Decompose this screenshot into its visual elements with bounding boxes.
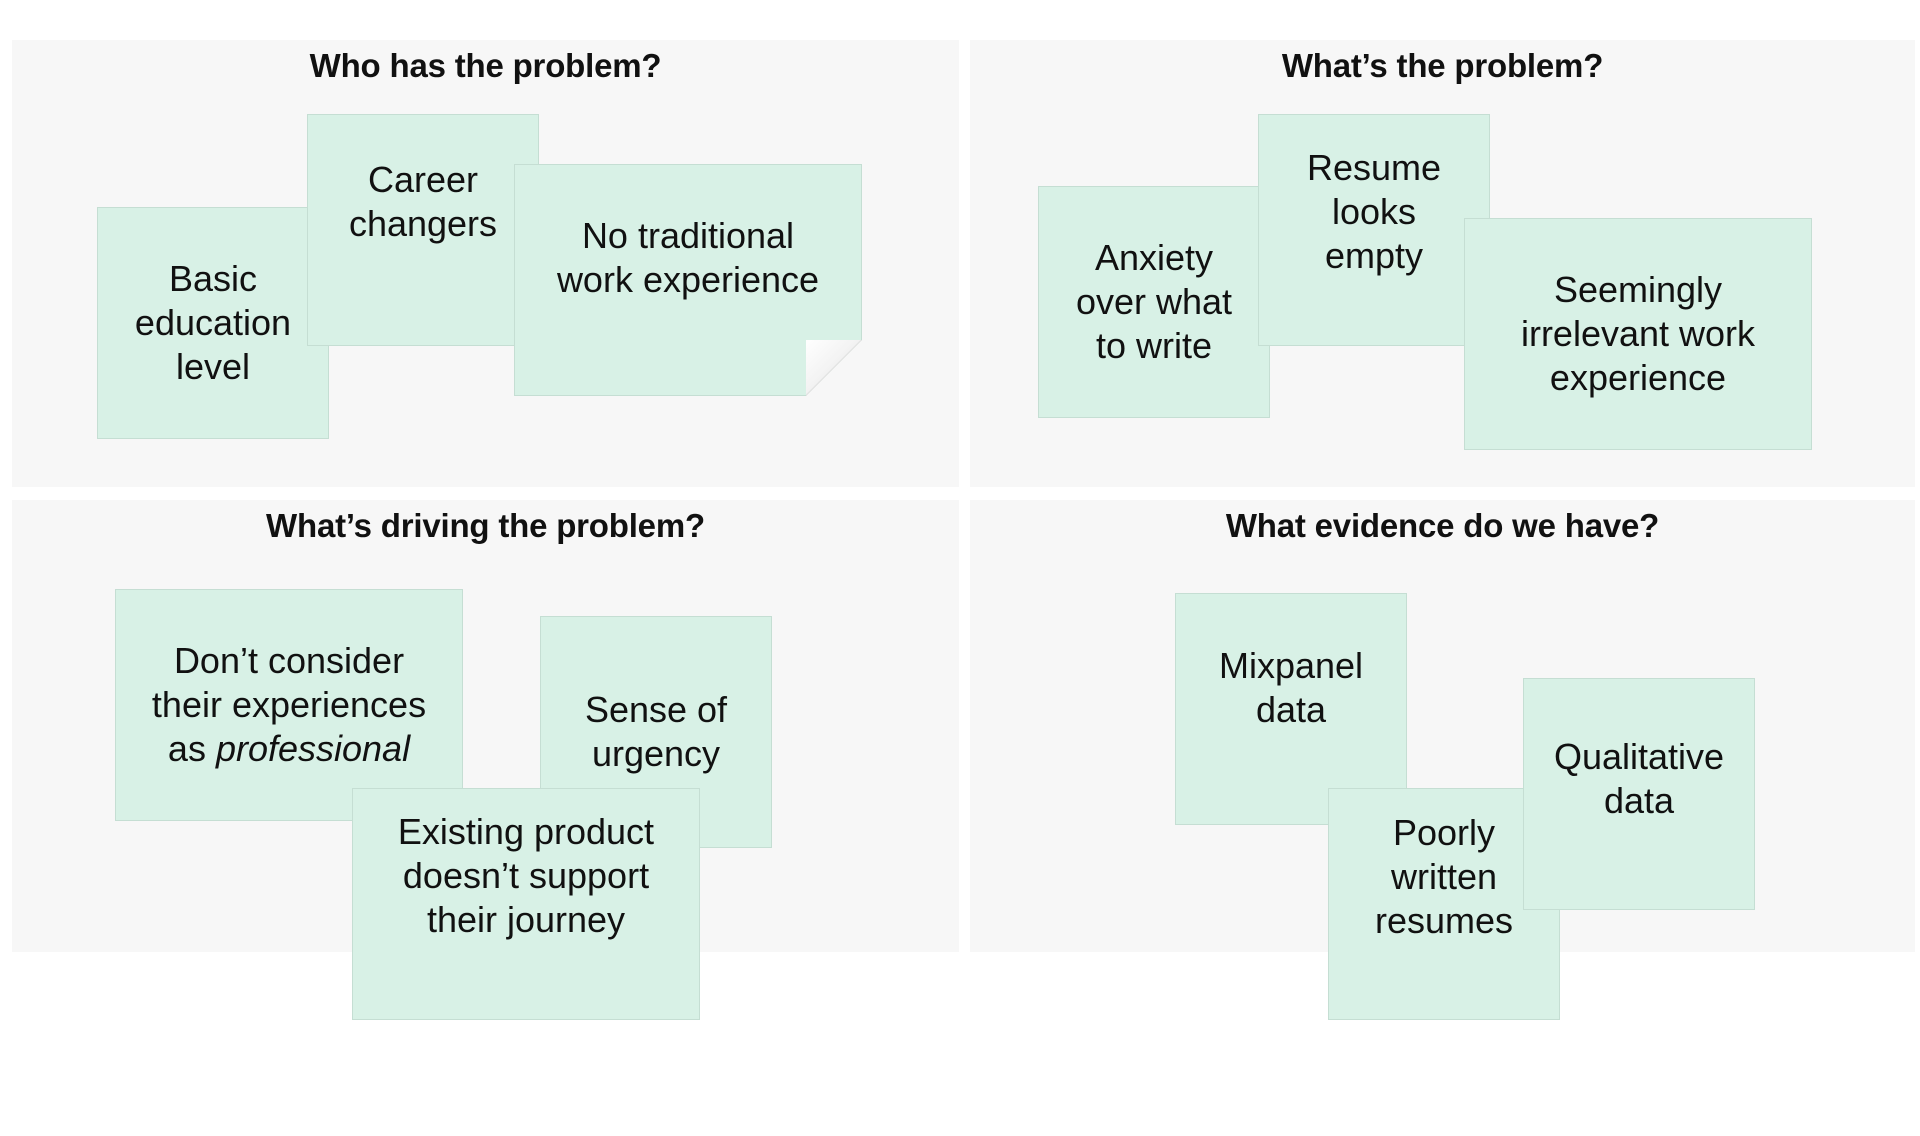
note-line: Resume	[1306, 147, 1442, 188]
note-line: written	[1390, 856, 1497, 897]
note-line: Anxiety	[1094, 237, 1214, 278]
note-line-prefix: as	[167, 728, 216, 769]
note-line: their journey	[426, 899, 626, 940]
note-line: Qualitative	[1553, 736, 1725, 777]
sticky-note-poorly-written-resumes[interactable]: Poorly written resumes	[1328, 788, 1560, 1035]
note-line: data	[1255, 689, 1327, 730]
note-line: irrelevant work	[1520, 313, 1756, 354]
note-line: empty	[1324, 235, 1424, 276]
quadrant-what-evidence: What evidence do we have? Mixpanel data …	[970, 500, 1915, 1035]
note-line: education	[134, 302, 292, 343]
quadrant-whats-driving-problem: What’s driving the problem? Don’t consid…	[12, 500, 959, 1035]
sticky-note-resume-empty[interactable]: Resume looks empty	[1258, 114, 1490, 361]
note-line: level	[175, 346, 251, 387]
note-line: experience	[1549, 357, 1727, 398]
quadrant-title: What’s the problem?	[1281, 47, 1604, 84]
page-curl-cut	[806, 340, 862, 396]
sticky-note-anxiety[interactable]: Anxiety over what to write	[1038, 186, 1270, 433]
sticky-note-no-traditional-experience[interactable]: No traditional work experience	[514, 164, 862, 411]
note-line: Sense of	[584, 689, 728, 730]
note-line: Career	[367, 159, 479, 200]
note-line: Basic	[168, 258, 257, 299]
note-line: their experiences	[151, 684, 427, 725]
quadrant-title: Who has the problem?	[309, 47, 662, 84]
note-line: Poorly	[1392, 812, 1496, 853]
note-line: looks	[1331, 191, 1417, 232]
note-line: to write	[1095, 325, 1213, 366]
note-line: Mixpanel	[1218, 645, 1364, 686]
quadrant-who-has-problem: Who has the problem? Basic education lev…	[12, 40, 959, 487]
quadrant-title: What evidence do we have?	[1225, 507, 1660, 544]
sticky-note-existing-product[interactable]: Existing product doesn’t support their j…	[352, 788, 700, 1035]
note-line: over what	[1075, 281, 1233, 322]
note-line: resumes	[1374, 900, 1514, 941]
sticky-note-irrelevant-experience[interactable]: Seemingly irrelevant work experience	[1464, 218, 1812, 465]
note-line: doesn’t support	[402, 855, 650, 896]
note-line: Don’t consider	[173, 640, 405, 681]
note-line: changers	[348, 203, 498, 244]
quadrant-whats-the-problem: What’s the problem? Anxiety over what to…	[970, 40, 1915, 487]
sticky-note-dont-consider-professional[interactable]: Don’t consider their experiences as prof…	[115, 589, 463, 836]
quadrant-title: What’s driving the problem?	[266, 507, 705, 544]
note-line: Existing product	[397, 811, 655, 852]
sticky-note-career-changers[interactable]: Career changers	[307, 114, 539, 361]
note-line: data	[1603, 780, 1675, 821]
sticky-note-basic-education[interactable]: Basic education level	[97, 207, 329, 454]
sticky-note-qualitative-data[interactable]: Qualitative data	[1523, 678, 1755, 925]
sticky-note-mixpanel-data[interactable]: Mixpanel data	[1175, 593, 1407, 840]
note-emphasis: professional	[215, 728, 411, 769]
note-line: as professional	[152, 727, 426, 771]
note-line: Seemingly	[1553, 269, 1723, 310]
sticky-note-sense-of-urgency[interactable]: Sense of urgency	[540, 616, 772, 863]
note-line: work experience	[556, 259, 820, 300]
note-line: urgency	[591, 733, 721, 774]
note-line: No traditional	[581, 215, 795, 256]
